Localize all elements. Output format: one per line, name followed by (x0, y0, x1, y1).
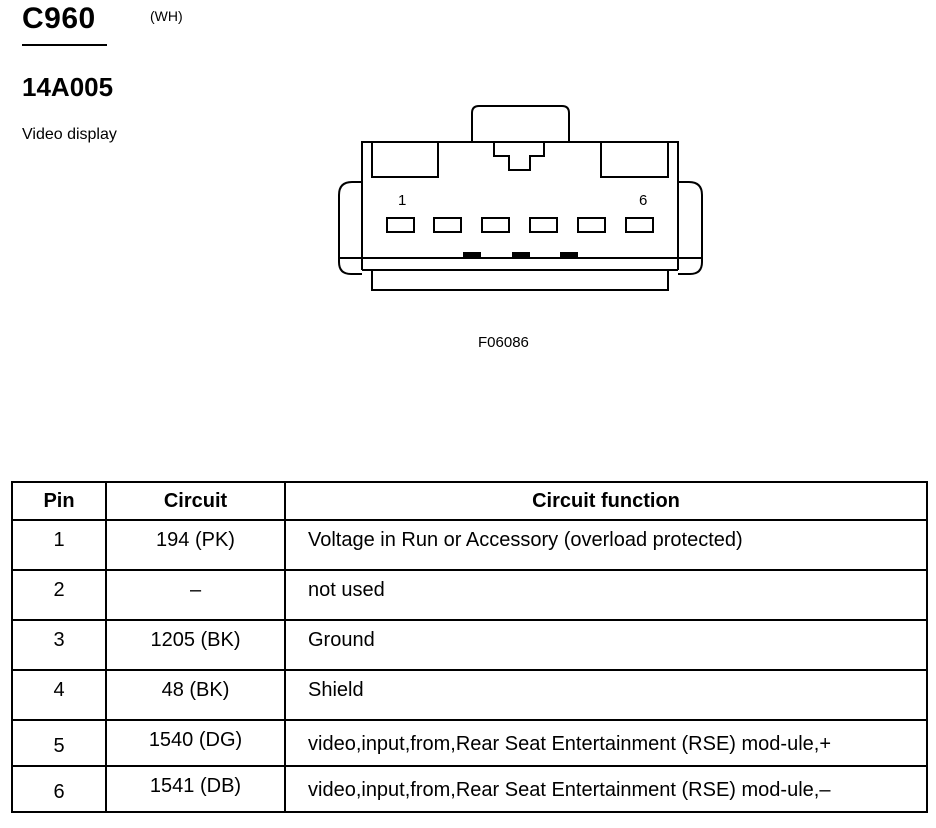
table-row: 5 1540 (DG) video,input,from,Rear Seat E… (11, 719, 928, 767)
connector-ridge-right (600, 142, 669, 178)
table-row: 6 1541 (DB) video,input,from,Rear Seat E… (11, 765, 928, 813)
connector-ear-right (678, 181, 703, 275)
pin-cavity (577, 217, 606, 233)
connector-id-underline (22, 44, 107, 46)
connector-face-diagram: 1 6 (338, 105, 703, 291)
pin-table: Pin Circuit Circuit function 1 194 (PK) … (11, 481, 928, 813)
function-cell: video,input,from,Rear Seat Entertainment… (284, 765, 928, 813)
connector-body (361, 141, 679, 270)
component-name: Video display (22, 126, 117, 143)
connector-base (371, 270, 669, 291)
pin-cavity (433, 217, 462, 233)
circuit-cell: 194 (PK) (105, 519, 286, 571)
connector-id: C960 (22, 2, 96, 35)
table-row: 4 48 (BK) Shield (11, 669, 928, 721)
function-cell: Voltage in Run or Accessory (overload pr… (284, 519, 928, 571)
pin-label-last: 6 (639, 192, 647, 209)
function-cell: video,input,from,Rear Seat Entertainment… (284, 719, 928, 767)
pin-cell: 4 (11, 669, 107, 721)
polarization-key (560, 252, 578, 258)
function-cell: Shield (284, 669, 928, 721)
circuit-cell: – (105, 569, 286, 621)
table-header-row: Pin Circuit Circuit function (11, 481, 928, 521)
table-row: 3 1205 (BK) Ground (11, 619, 928, 671)
function-cell: not used (284, 569, 928, 621)
connector-latch (471, 105, 570, 142)
column-header-function: Circuit function (284, 481, 928, 521)
table-row: 2 – not used (11, 569, 928, 621)
connector-ridge-left (371, 142, 439, 178)
circuit-cell: 1205 (BK) (105, 619, 286, 671)
circuit-cell: 48 (BK) (105, 669, 286, 721)
pin-cavity (625, 217, 654, 233)
pin-cell: 2 (11, 569, 107, 621)
pin-cavity (386, 217, 415, 233)
pin-cavity (529, 217, 558, 233)
column-header-circuit: Circuit (105, 481, 286, 521)
circuit-cell: 1541 (DB) (105, 765, 286, 813)
connector-ear-left (338, 181, 362, 275)
function-cell: Ground (284, 619, 928, 671)
pin-cell: 5 (11, 719, 107, 767)
polarization-key (512, 252, 530, 258)
pin-cell: 6 (11, 765, 107, 813)
table-row: 1 194 (PK) Voltage in Run or Accessory (… (11, 519, 928, 571)
polarization-key (463, 252, 481, 258)
pin-cell: 1 (11, 519, 107, 571)
connector-latch-tab (493, 142, 545, 171)
pin-cell: 3 (11, 619, 107, 671)
column-header-pin: Pin (11, 481, 107, 521)
connector-color: (WH) (150, 8, 183, 24)
part-number: 14A005 (22, 72, 114, 102)
figure-id: F06086 (478, 334, 529, 351)
circuit-cell: 1540 (DG) (105, 719, 286, 767)
pin-cavity (481, 217, 510, 233)
pin-label-first: 1 (398, 192, 406, 209)
